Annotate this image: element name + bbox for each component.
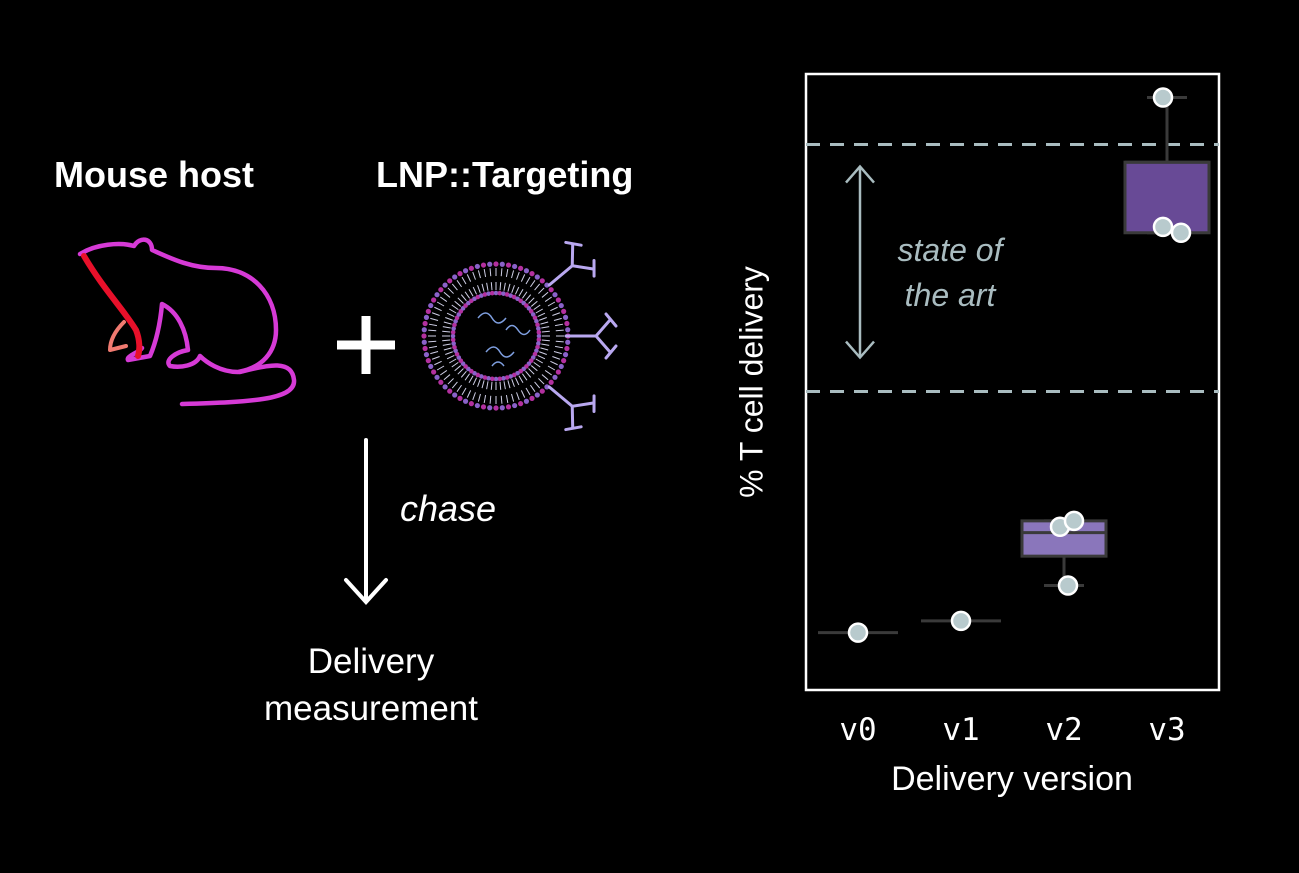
box-v3 [1123,160,1211,235]
annotation-line-1: state of [897,232,1003,268]
x-tick-v0: v0 [839,712,877,748]
mouse-icon [77,237,297,407]
data-point-v0-1 [847,622,869,643]
delivery-line-1: Delivery [307,642,435,681]
delivery-measurement-label: Delivery measurement [246,638,496,732]
data-point-v3-1 [1152,87,1174,108]
chase-arrow-icon [344,438,388,605]
y-axis-label: % T cell delivery [733,266,770,498]
delivery-line-2: measurement [264,689,478,728]
range-arrow-head-up [845,164,875,184]
chase-label: chase [400,488,497,529]
data-point-v3-3 [1170,222,1192,244]
x-tick-v3: v3 [1148,712,1186,748]
mouse-host-title: Mouse host [54,154,255,195]
plus-icon [337,316,395,374]
plot-frame [804,72,1221,692]
range-arrow-head-down [845,340,875,360]
lnp-targeting-title: LNP::Targeting [376,154,634,195]
data-point-v1-1 [950,610,972,632]
x-axis-label: Delivery version [891,760,1133,798]
data-point-v2-3 [1057,575,1079,596]
x-tick-v2: v2 [1045,712,1083,748]
annotation-line-2: the art [904,277,996,313]
state-of-the-art-annotation: state of the art [898,228,1003,318]
data-point-v2-2 [1063,510,1085,532]
x-tick-v1: v1 [942,712,980,748]
data-point-v3-2 [1152,216,1174,238]
lnp-particle-icon [421,240,618,432]
